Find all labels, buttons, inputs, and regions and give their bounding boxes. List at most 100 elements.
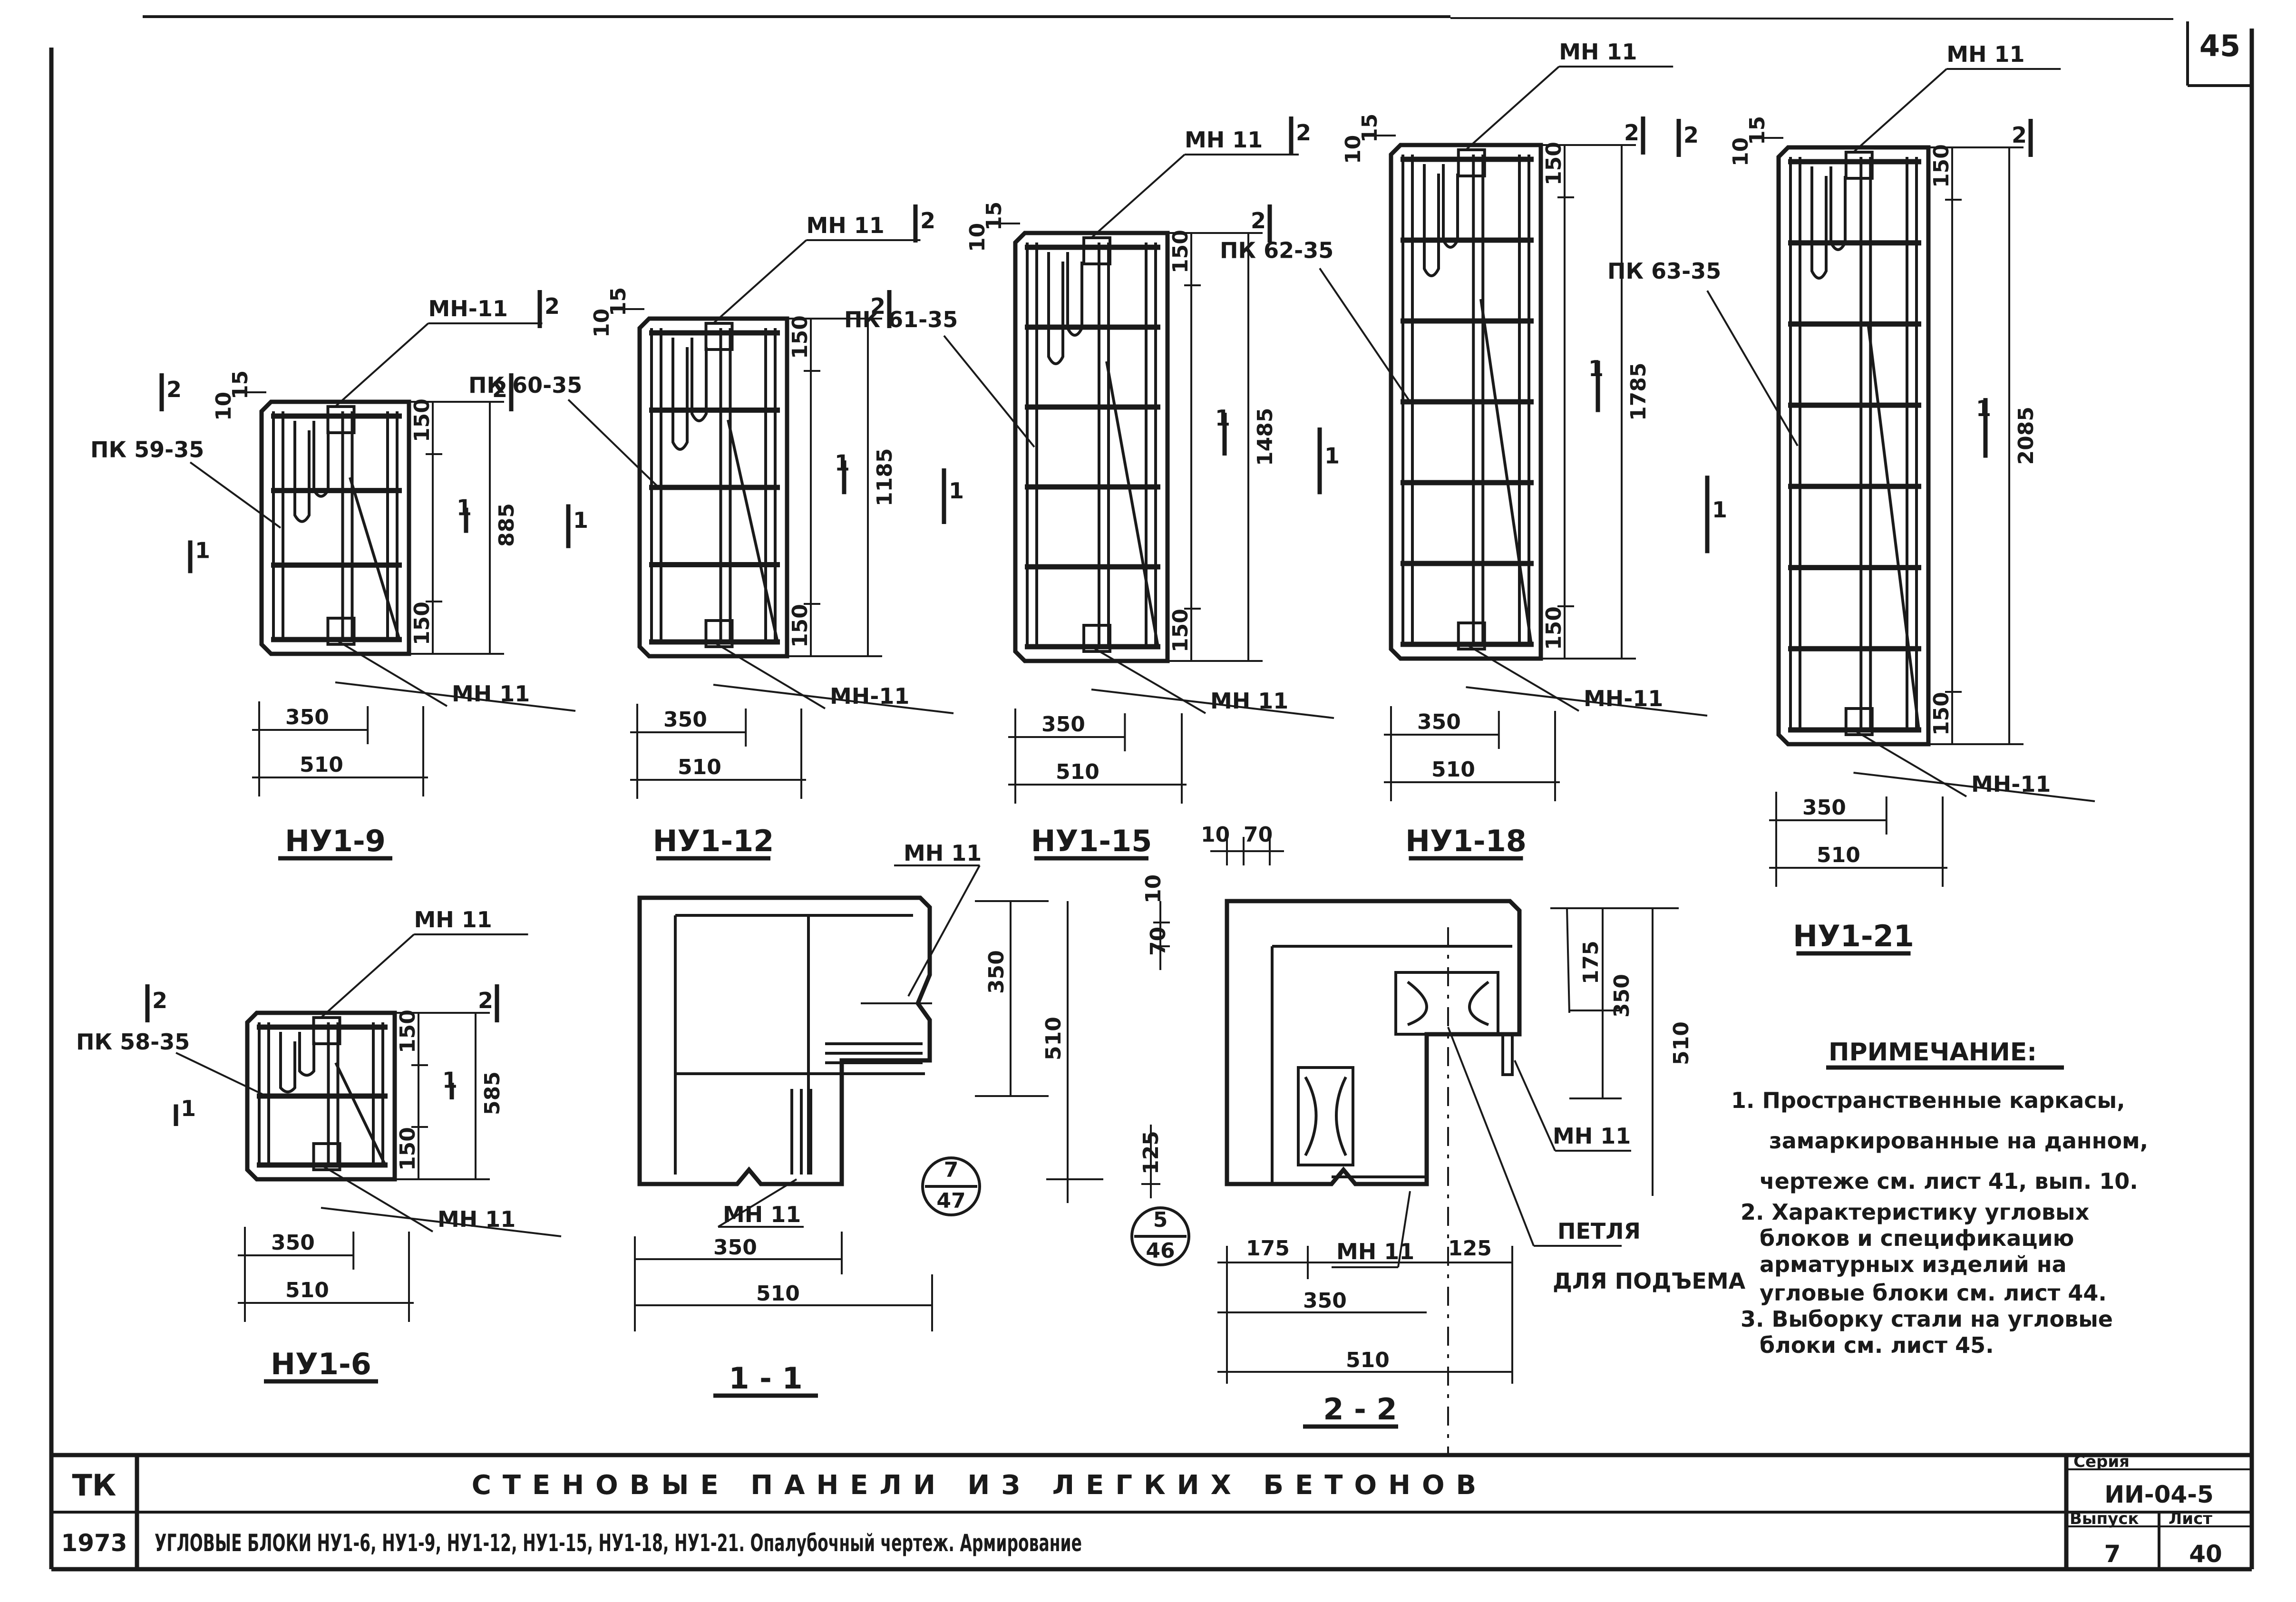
panel-title: НУ1-9 [285,824,386,858]
section1-h350: 350 [984,950,1009,994]
notes-line-6: арматурных изделий на [1760,1252,2067,1277]
panel-dim-350: 350 [285,705,329,729]
panel-label-mh-top: МН-11 [428,296,508,321]
series-label: Серия [2073,1452,2130,1471]
sheet-value: 40 [2189,1540,2222,1568]
panel-title: НУ1-21 [1793,919,1914,953]
sheet-number: 45 [2199,29,2240,63]
panel-title: НУ1-15 [1031,824,1152,858]
title-block-frame [51,1453,2252,1572]
panel-dim-150-bottom: 150 [1542,606,1566,650]
panel-label-mh-bottom: МН-11 [1584,686,1663,711]
panel-section-2-mark-right: 2 [1251,208,1266,233]
panel-dim-150-top: 150 [396,1010,420,1053]
panel-label-mh-bottom: МН 11 [438,1206,516,1232]
panel-title: НУ1-18 [1405,824,1527,858]
panel-label-pk: ПК 61-35 [844,307,958,332]
section2-title: 2 - 2 [1323,1392,1397,1427]
panel-label-mh-top: МН 11 [1185,127,1263,153]
panel-section-2-mark: 2 [1296,120,1311,146]
title-block-code: ТК [72,1468,117,1503]
sheet-label: Лист [2169,1509,2212,1528]
panel-section-2-mark: 2 [152,988,167,1013]
panel-dim-150-top: 150 [1542,142,1566,185]
panel-dim-510: 510 [1431,757,1475,782]
panel-dim-150-top: 150 [410,398,434,442]
section2-mh-bottom: МН 11 [1336,1239,1414,1264]
panel-label-mh-top: МН 11 [1559,39,1637,65]
panel-section-2-mark: 2 [166,377,182,402]
panel-section-2-mark-right: 2 [2012,122,2027,148]
panel-6 [145,933,562,1384]
panel-label-pk: ПК 63-35 [1607,258,1721,284]
section1-h510: 510 [1041,1017,1066,1060]
notes-line-4: 2. Характеристику угловых [1741,1199,2089,1225]
panel-dim-10: 10 [212,392,236,421]
notes-line-8: 3. Выборку стали на угловые [1741,1306,2113,1332]
panel-dim-15: 15 [1358,114,1382,143]
issue-label: Выпуск [2070,1509,2139,1528]
section2-d510h: 510 [1346,1348,1390,1372]
panel-label-mh-bottom: МН 11 [1210,688,1288,714]
section2-ref-num: 5 [1153,1208,1168,1232]
panel-dim-height: 1785 [1626,363,1651,421]
section2-d10b: 10 [1141,874,1166,903]
panel-label-pk: ПК 60-35 [468,372,582,398]
panel-section-1-mark: 1 [181,1096,196,1121]
panel-section-2-mark-right: 2 [1624,120,1639,146]
panel-section-2-mark-right: 2 [492,377,507,402]
panel-dim-150-bottom: 150 [410,602,434,645]
panel-section-1-mark-right: 1 [1976,396,1991,421]
panel-title: НУ1-12 [653,824,774,858]
panel-dim-10: 10 [1341,135,1365,164]
panel-section-1-mark-right: 1 [1588,356,1604,381]
sheet-frame [49,15,2254,1569]
panel-label-mh-bottom: МН-11 [830,683,909,709]
section-1-1 [634,864,1103,1398]
panel-dim-510: 510 [678,755,721,779]
panel-title: НУ1-6 [271,1347,371,1381]
notes-heading: ПРИМЕЧАНИЕ: [1829,1038,2037,1067]
panel-section-2-mark: 2 [545,293,560,319]
panel-section-1-mark: 1 [1712,497,1727,523]
panel-3 [913,154,1334,861]
panel-dim-10: 10 [1729,137,1753,166]
section2-d70: 70 [1244,823,1273,847]
panel-dim-15: 15 [228,370,253,399]
panel-label-pk: ПК 59-35 [90,437,204,463]
panel-dim-15: 15 [606,287,631,316]
section2-d70b: 70 [1146,927,1170,956]
section2-d175h: 175 [1246,1236,1290,1261]
panel-dim-350: 350 [1417,710,1461,734]
panel-label-mh-bottom: МН 11 [452,681,530,707]
section1-title: 1 - 1 [729,1361,802,1396]
panel-4 [1289,66,1708,861]
title-block-title: СТЕНОВЫЕ ПАНЕЛИ ИЗ ЛЕГКИХ БЕТОНОВ [472,1470,1488,1501]
panel-section-2-mark-right: 2 [870,293,885,319]
panel-section-1-mark-right: 1 [442,1068,457,1093]
panel-dim-15: 15 [982,202,1006,231]
panel-dim-150-top: 150 [1929,144,1954,188]
panel-dim-10: 10 [590,309,614,338]
panel-dim-150-bottom: 150 [788,604,812,648]
section1-d510: 510 [756,1282,800,1306]
notes-line-3: чертеже см. лист 41, вып. 10. [1760,1168,2138,1194]
section2-d125v: 125 [1139,1131,1163,1175]
panel-label-pk: ПК 58-35 [76,1029,190,1055]
panel-section-1-mark: 1 [949,478,964,504]
panel-label-pk: ПК 62-35 [1220,238,1333,263]
panel-dim-150-bottom: 150 [396,1127,420,1171]
panel-label-mh-top: МН 11 [807,213,885,238]
panel-section-2-mark-right: 2 [478,988,493,1013]
panel-5 [1676,68,2095,956]
section2-ref-den: 46 [1146,1239,1175,1263]
issue-value: 7 [2104,1540,2121,1568]
section1-mh-bottom: МН 11 [723,1202,801,1227]
panel-dim-10: 10 [965,223,990,252]
section-2-2 [1130,837,1679,1455]
panel-section-1-mark: 1 [573,507,588,533]
notes-line-2: замаркированные на данном, [1769,1128,2148,1154]
